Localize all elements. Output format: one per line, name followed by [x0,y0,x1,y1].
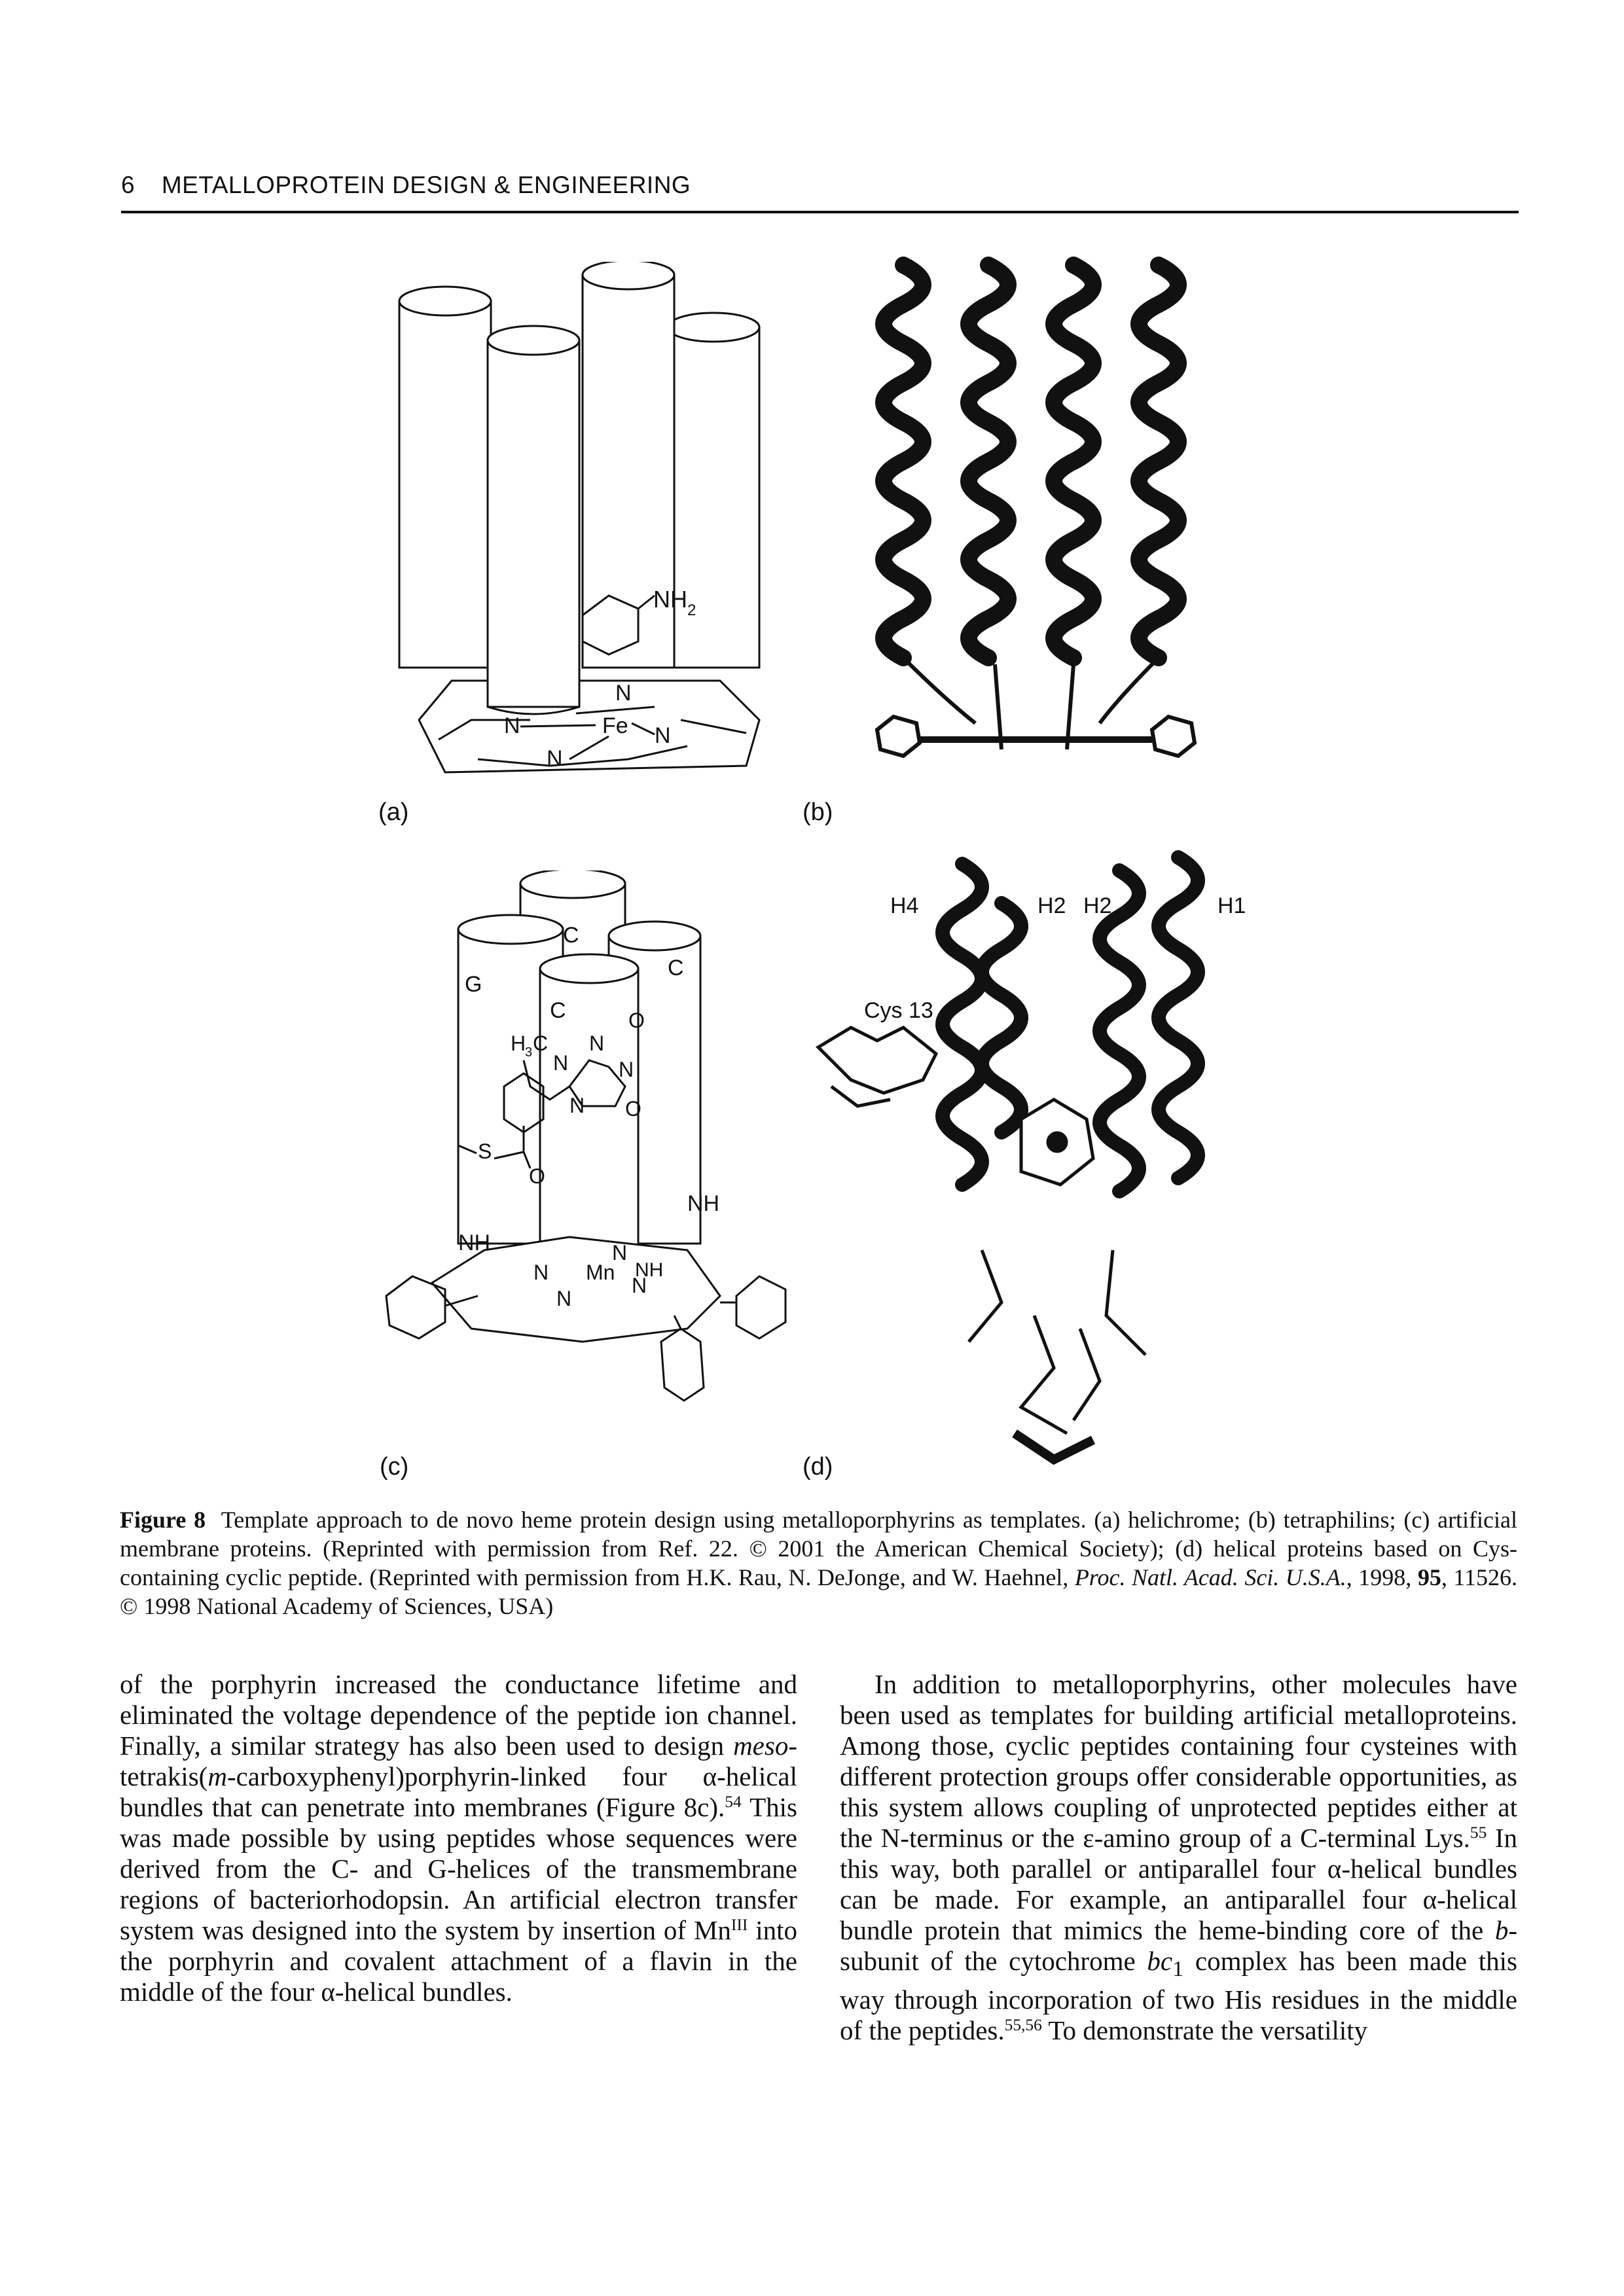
svg-text:N: N [504,713,520,738]
svg-text:C: C [668,956,684,980]
header-rule [121,211,1519,213]
svg-text:3: 3 [525,1045,532,1060]
svg-text:H: H [511,1031,526,1055]
svg-text:H2: H2 [1038,893,1066,918]
figure-panel-b [864,252,1218,802]
svg-text:Fe: Fe [602,713,628,738]
svg-text:N: N [547,746,563,771]
figure-caption: Figure 8 Template approach to de novo he… [120,1505,1517,1621]
caption-tail: , 11526. © 1998 National Academy of Scie… [120,1564,1518,1619]
figure-label: Figure 8 [120,1507,206,1533]
svg-text:N: N [589,1031,604,1055]
figure-panel-c: C C G C H 3 C N O N N N O S O NH NH Mn N… [373,870,805,1446]
paragraph: of the porphyrin increased the conductan… [120,1669,797,2007]
svg-text:N: N [655,723,671,748]
page-number: 6 [121,171,135,198]
panel-label-d: (d) [803,1453,833,1480]
svg-text:S: S [478,1139,492,1163]
caption-volume: 95 [1417,1564,1441,1590]
svg-text:H4: H4 [890,893,918,918]
panel-label-a: (a) [378,798,409,826]
svg-text:N: N [556,1287,571,1310]
paragraph: In addition to metalloporphyrins, other … [840,1669,1518,2046]
caption-text: Template approach to de novo heme protei… [120,1507,1518,1590]
svg-text:Cys 13: Cys 13 [864,998,933,1023]
svg-text:H1: H1 [1218,893,1246,918]
svg-text:O: O [529,1164,545,1188]
svg-text:NH: NH [458,1230,490,1255]
svg-text:N: N [632,1274,647,1297]
svg-text:G: G [465,972,482,997]
citation-ref: 54 [725,1793,742,1812]
running-title: METALLOPROTEIN DESIGN & ENGINEERING [161,171,691,198]
figure-panel-a: NH 2 Fe N N N N [380,262,785,798]
svg-text:H2: H2 [1083,893,1111,918]
body-column-right: In addition to metalloporphyrins, other … [840,1669,1517,2046]
svg-text:NH: NH [635,1259,663,1281]
caption-sep: , 1998, [1346,1564,1418,1590]
citation-ref: 55,56 [1004,2016,1042,2035]
svg-text:Mn: Mn [586,1261,615,1284]
running-header: 6 METALLOPROTEIN DESIGN & ENGINEERING [121,171,1519,199]
svg-text:N: N [615,681,632,706]
svg-text:N: N [553,1051,568,1075]
panel-label-c: (c) [380,1453,409,1480]
svg-text:N: N [533,1261,549,1284]
oxidation-state: III [731,1916,748,1935]
svg-text:C: C [550,998,566,1023]
svg-text:N: N [612,1241,627,1265]
panel-label-b: (b) [803,798,833,826]
svg-text:C: C [533,1031,548,1055]
svg-text:NH: NH [653,586,687,613]
figure-panel-d: H4 H2 H2 H1 Cys 13 [805,844,1276,1473]
svg-text:N: N [569,1094,585,1117]
caption-journal: Proc. Natl. Acad. Sci. U.S.A. [1074,1564,1346,1590]
body-column-left: of the porphyrin increased the conductan… [120,1669,797,2007]
svg-text:N: N [619,1058,634,1081]
svg-text:NH: NH [687,1191,719,1216]
svg-text:O: O [625,1097,641,1121]
svg-text:2: 2 [687,601,696,619]
svg-text:O: O [628,1009,645,1032]
svg-text:C: C [563,923,579,948]
citation-ref: 55 [1470,1823,1487,1842]
